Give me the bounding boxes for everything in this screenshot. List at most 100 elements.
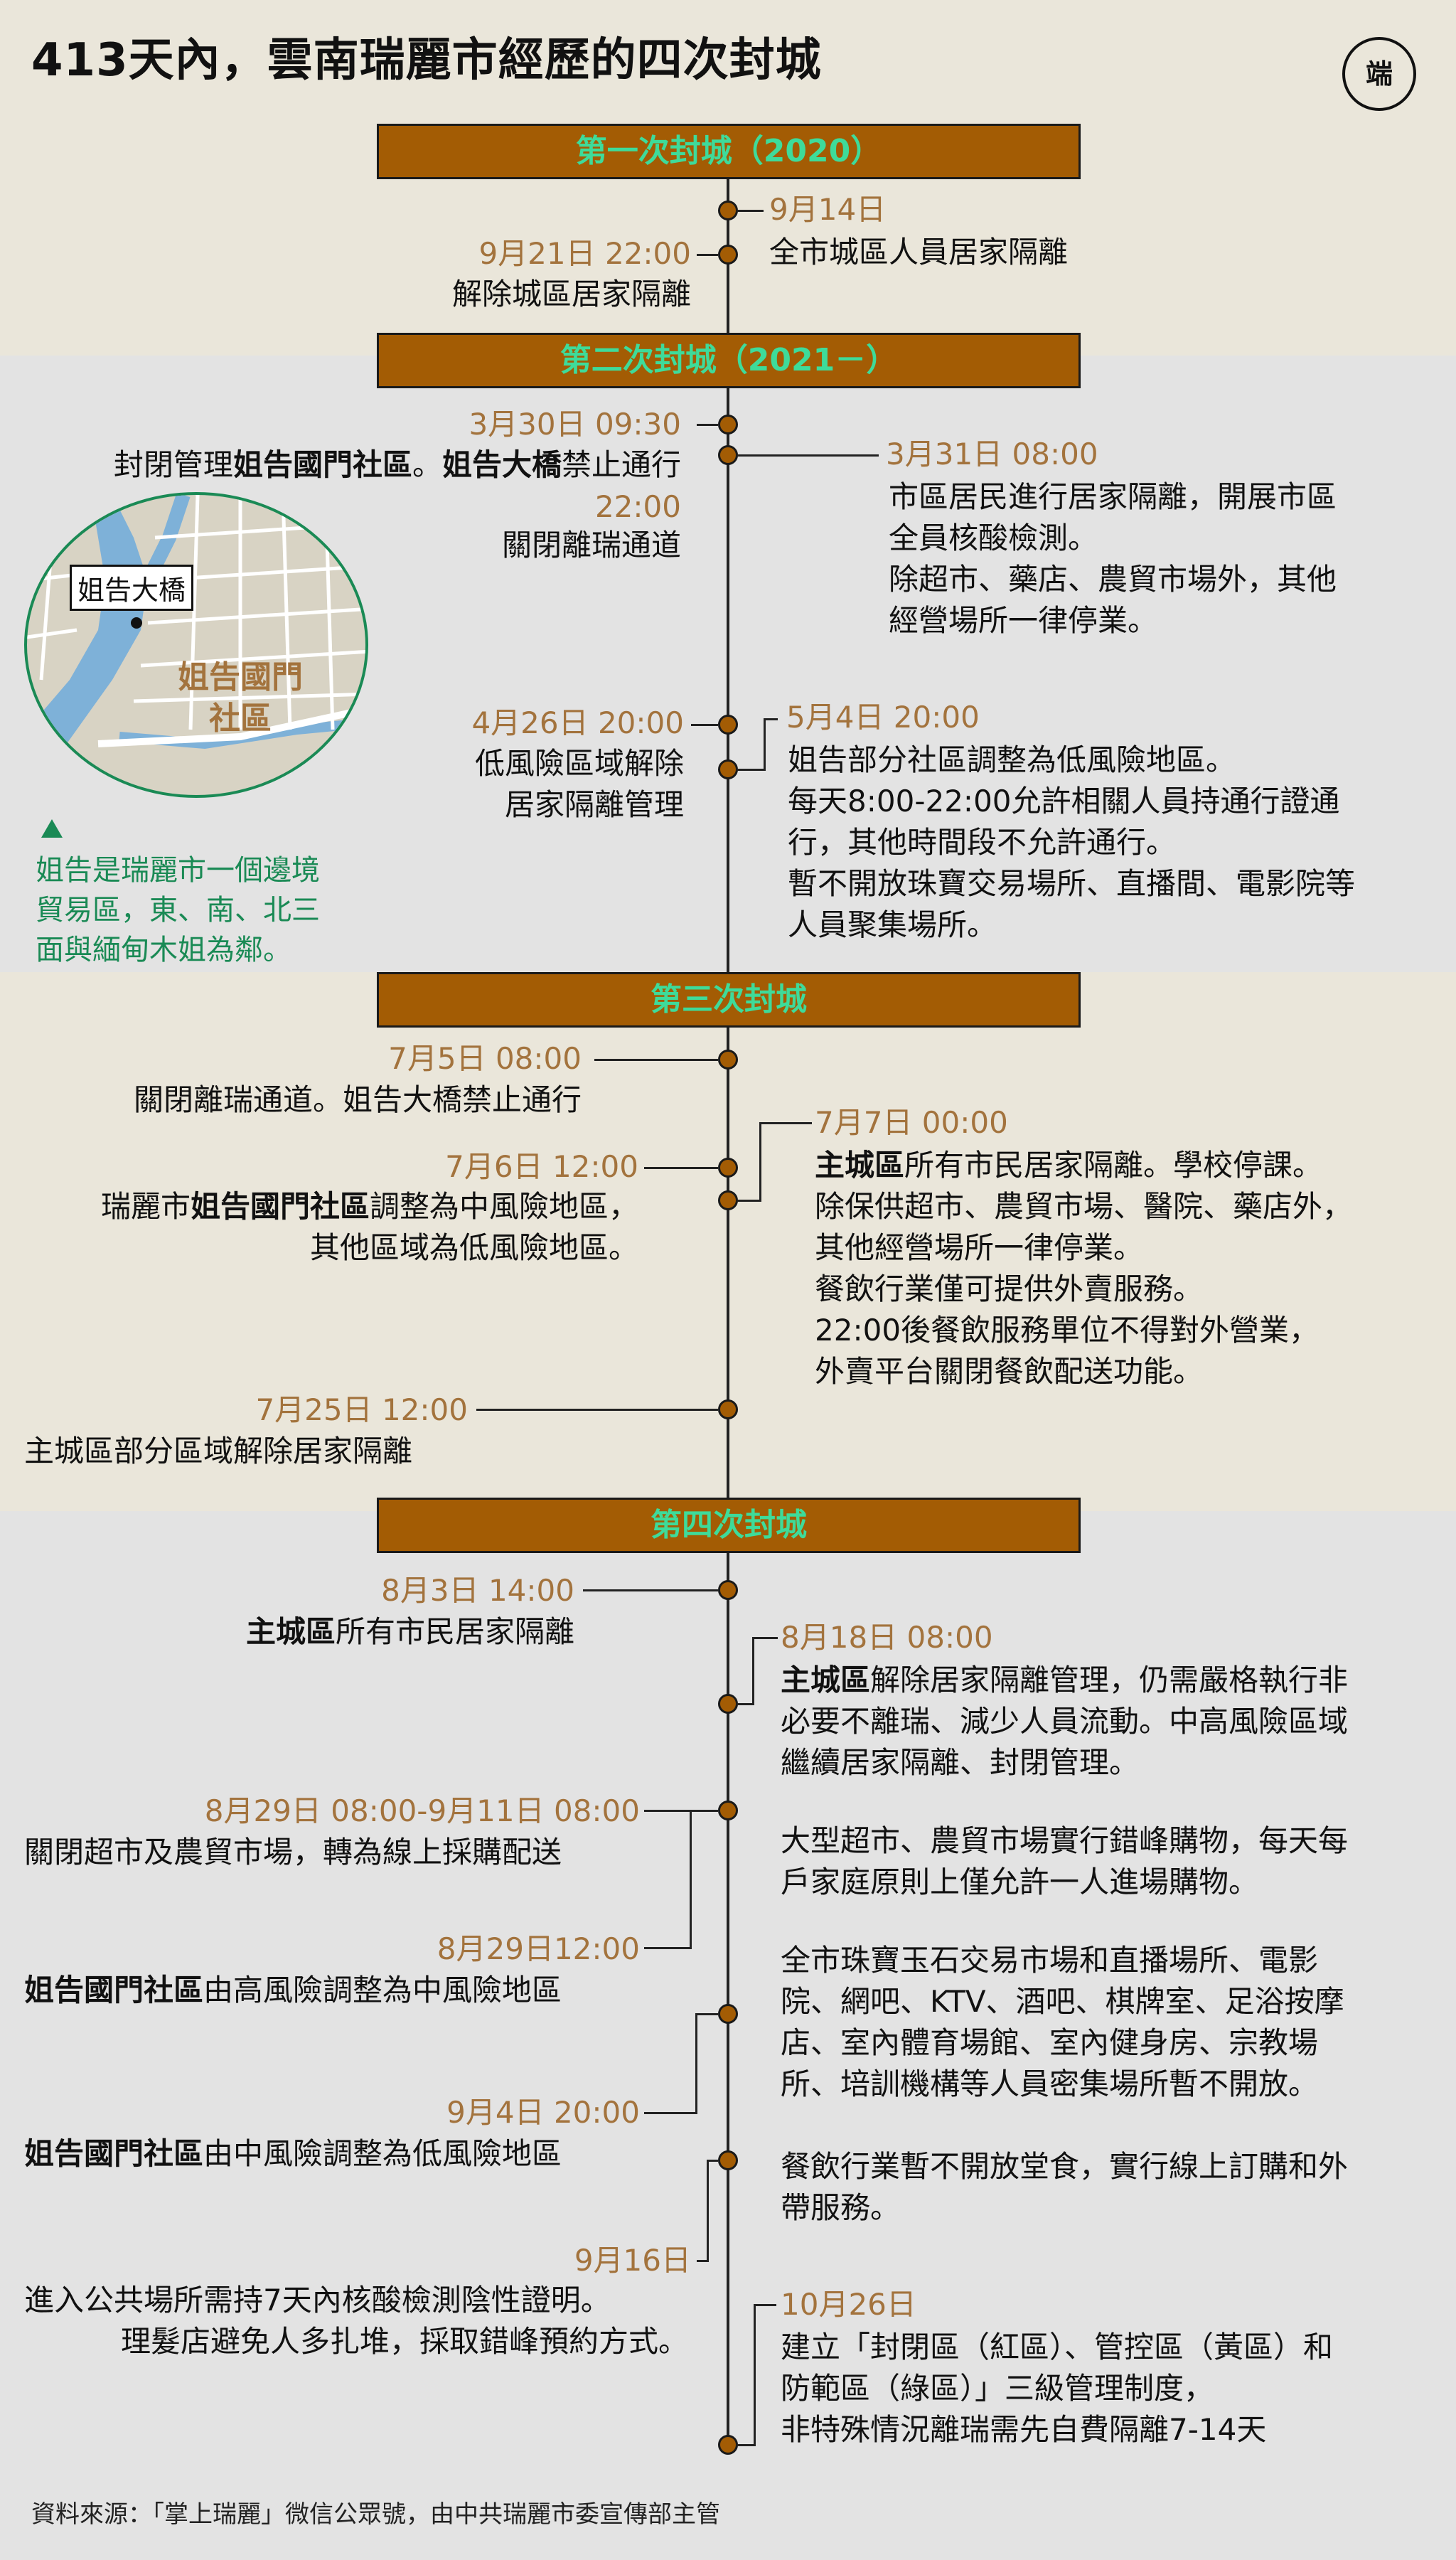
connector-line (737, 2444, 755, 2446)
bridge-marker-icon (131, 617, 142, 629)
timeline-dot (718, 2150, 738, 2170)
connector-line (707, 2160, 709, 2262)
map-area-label: 姐告國門社區 (178, 659, 303, 737)
event-text: 非特殊情況離瑞需先自費隔離7-14天 (781, 2412, 1267, 2447)
event-text: 帶服務。 (781, 2190, 901, 2225)
event-text: 人員聚集場所。 (788, 907, 997, 942)
event-date: 9月4日 20:00 (446, 2095, 640, 2130)
triangle-up-icon (41, 819, 63, 838)
event-date: 9月16日 (574, 2243, 691, 2278)
connector-line (759, 1122, 761, 1202)
event-date: 7月6日 12:00 (445, 1149, 638, 1184)
event-text: 主城區解除居家隔離管理，仍需嚴格執行非 (781, 1663, 1349, 1697)
timeline-dot (718, 1190, 738, 1210)
connector-line (737, 210, 764, 212)
event-text: 經營場所一律停業。 (889, 603, 1158, 638)
map-roads (27, 495, 365, 795)
event-date: 10月26日 (781, 2287, 916, 2322)
event-text: 除保供超市、農貿市場、醫院、藥店外， (815, 1189, 1353, 1224)
connector-line (754, 2304, 776, 2306)
event-text: 餐飲行業暫不開放堂食，實行線上訂購和外 (781, 2149, 1349, 2184)
timeline-spine (727, 149, 729, 2448)
connector-line (690, 1810, 692, 1949)
timeline-dot (718, 1050, 738, 1070)
event-date: 8月18日 08:00 (781, 1620, 993, 1655)
event-text: 全市珠寶玉石交易市場和直播場所、電影 (781, 1943, 1319, 1978)
event-text: 姐告國門社區由高風險調整為中風險地區 (24, 1973, 562, 2007)
timeline-dot (718, 2435, 738, 2455)
connector-line (752, 1637, 778, 1639)
connector-line (708, 2160, 718, 2162)
event-date: 3月30日 09:30 (469, 407, 681, 442)
connector-line (737, 454, 879, 457)
event-text: 姐告部分社區調整為低風險地區。 (788, 742, 1236, 777)
connector-line (764, 718, 778, 720)
connector-line (644, 1810, 718, 1812)
event-text: 防範區（綠區）」三級管理制度， (781, 2371, 1214, 2406)
event-date: 4月26日 20:00 (471, 705, 684, 740)
connector-line (697, 254, 718, 256)
event-date: 3月31日 08:00 (886, 437, 1098, 471)
event-date: 9月14日 (769, 192, 887, 227)
event-date: 7月5日 08:00 (388, 1041, 582, 1076)
event-text: 其他經營場所一律停業。 (815, 1230, 1144, 1265)
timeline-dot (718, 759, 738, 779)
event-text: 主城區所有市民居家隔離 (245, 1614, 574, 1649)
event-text: 餐飲行業僅可提供外賣服務。 (815, 1271, 1204, 1306)
source-note: 資料來源：「掌上瑞麗」微信公眾號，由中共瑞麗市委宣傳部主管 (31, 2500, 720, 2529)
logo-icon: 端 (1342, 37, 1416, 111)
event-date: 7月7日 00:00 (815, 1105, 1008, 1140)
connector-line (754, 2304, 756, 2446)
phase-bar-3: 第三次封城 (377, 972, 1081, 1028)
timeline-dot (718, 445, 738, 465)
connector-line (583, 1589, 718, 1591)
event-text: 繼續居家隔離、封閉管理。 (781, 1745, 1140, 1780)
page-title: 413天內，雲南瑞麗市經歷的四次封城 (31, 34, 822, 87)
connector-line (644, 1947, 692, 1949)
event-text: 低風險區域解除 (474, 746, 684, 781)
event-text: 除超市、藥店、農貿市場外，其他 (889, 562, 1337, 597)
connector-line (737, 1703, 754, 1705)
event-text: 關閉離瑞通道。姐告大橋禁止通行 (133, 1082, 582, 1117)
event-text: 市區居民進行居家隔離，開展市區 (889, 479, 1337, 514)
event-text: 進入公共場所需持7天內核酸檢測陰性證明。 (24, 2283, 611, 2318)
connector-line (737, 1200, 761, 1202)
event-text: 戶家庭原則上僅允許一人進場購物。 (781, 1865, 1259, 1899)
connector-line (697, 2013, 718, 2015)
event-text: 每天8:00-22:00允許相關人員持通行證通 (788, 784, 1340, 818)
event-text: 全員核酸檢測。 (889, 521, 1098, 555)
event-date: 8月29日 08:00-9月11日 08:00 (204, 1793, 640, 1828)
phase-bar-4: 第四次封城 (377, 1498, 1081, 1553)
timeline-dot (718, 715, 738, 735)
event-text: 姐告國門社區由中風險調整為低風險地區 (24, 2136, 562, 2171)
event-text: 全市城區人員居家隔離 (769, 235, 1069, 270)
event-text: 暫不開放珠寶交易場所、直播間、電影院等 (788, 866, 1356, 901)
connector-line (697, 2260, 709, 2262)
event-text: 關閉超市及農貿市場，轉為線上採購配送 (24, 1835, 562, 1870)
event-text: 行，其他時間段不允許通行。 (788, 825, 1177, 860)
event-date: 5月4日 20:00 (786, 700, 980, 735)
event-text: 建立「封閉區（紅區）、管控區（黃區）和 (781, 2330, 1334, 2364)
connector-line (476, 1409, 718, 1411)
connector-line (644, 2112, 697, 2114)
timeline-dot (718, 245, 738, 265)
connector-line (594, 1059, 718, 1061)
event-text: 封閉管理姐告國門社區。姐告大橋禁止通行 (113, 447, 681, 482)
event-text: 主城區部分區域解除居家隔離 (24, 1434, 413, 1468)
connector-line (737, 769, 765, 771)
timeline-dot (718, 1580, 738, 1600)
event-text: 大型超市、農貿市場實行錯峰購物，每天每 (781, 1823, 1349, 1858)
map-bridge-label: 姐告大橋 (70, 565, 194, 611)
event-date: 8月29日12:00 (437, 1931, 640, 1966)
event-text: 店、室內體育場館、室內健身房、宗教場 (781, 2025, 1319, 2060)
connector-line (644, 1167, 718, 1169)
event-date: 8月3日 14:00 (381, 1573, 574, 1608)
phase-bar-2: 第二次封城（2021－） (377, 333, 1081, 388)
phase-bar-1: 第一次封城（2020） (377, 124, 1081, 179)
timeline-dot (718, 201, 738, 220)
connector-line (697, 424, 718, 426)
event-text: 其他區域為低風險地區。 (309, 1230, 638, 1265)
event-text: 外賣平台關閉餐飲配送功能。 (815, 1354, 1204, 1389)
map-note: 姐告是瑞麗市一個邊境貿易區，東、南、北三面與緬甸木姐為鄰。 (36, 854, 320, 966)
timeline-dot (718, 1801, 738, 1820)
